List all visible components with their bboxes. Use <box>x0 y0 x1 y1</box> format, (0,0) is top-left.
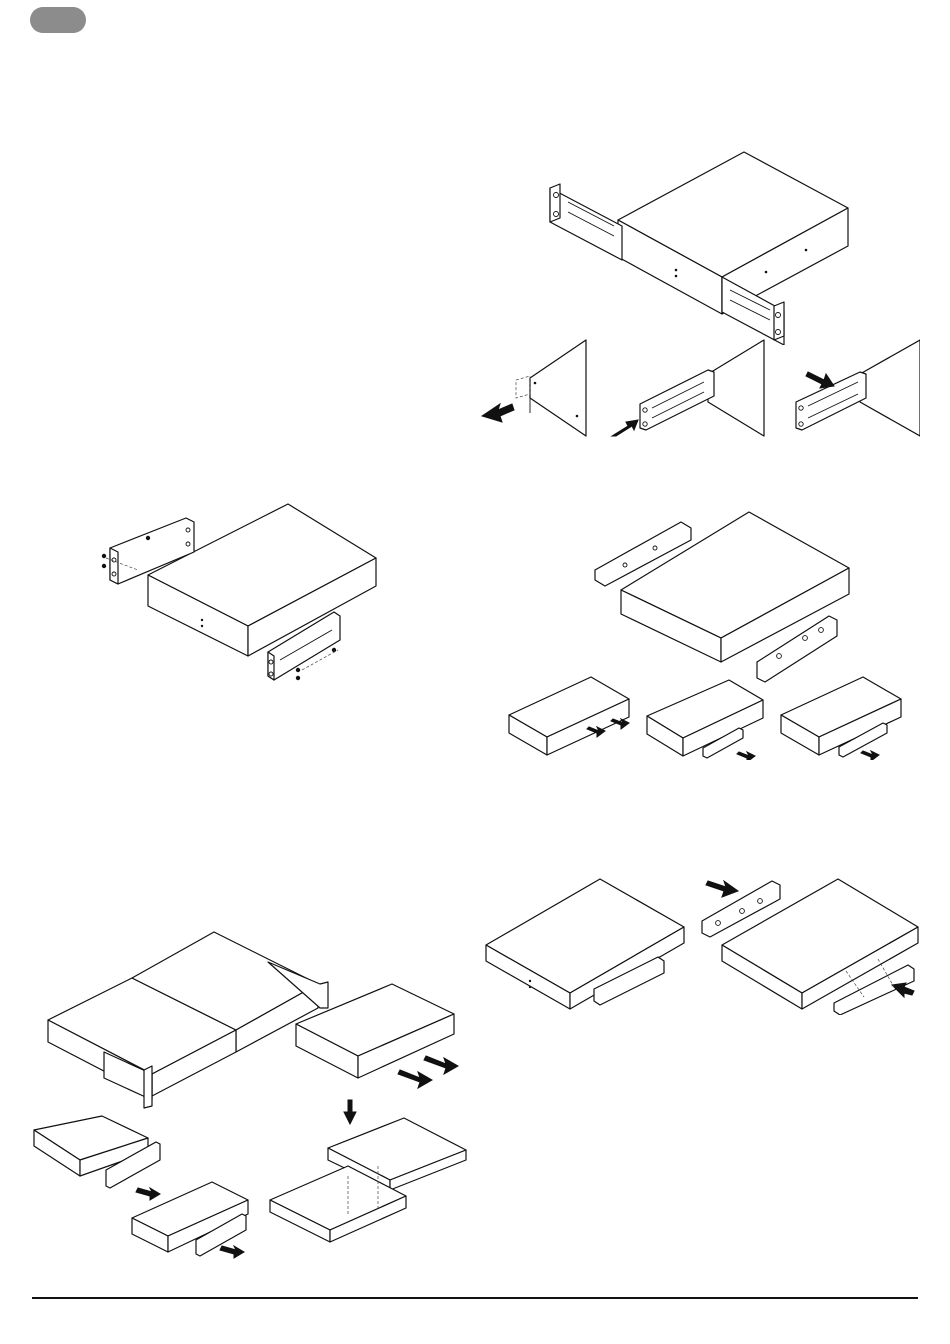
step-2 <box>612 340 764 436</box>
desk-bracket-illustration <box>505 510 915 760</box>
mini-step-1 <box>509 677 629 755</box>
dual-unit-illustration <box>30 930 470 1270</box>
arrow-down-right-icon <box>806 372 834 388</box>
unit-a <box>486 879 684 1009</box>
arrow-up-right-icon <box>612 420 638 436</box>
ear-swap-steps-figure <box>480 338 920 438</box>
arrow-left-icon <box>482 404 514 422</box>
arrow-down-icon <box>344 1100 356 1124</box>
side-bracket-figure <box>482 875 922 1015</box>
mini-step-2 <box>647 680 763 760</box>
mini-step-3 <box>781 677 901 760</box>
header-tab <box>30 7 86 33</box>
ear-swap-illustration <box>480 338 920 438</box>
desk-bracket-figure <box>505 510 915 760</box>
dual-unit-figure <box>30 930 470 1270</box>
rack-mount-illustration <box>548 150 858 345</box>
page-bottom-rule <box>32 1297 918 1299</box>
rack-mount-figure <box>548 150 858 345</box>
bracket-screws-figure <box>98 500 388 685</box>
unit-b <box>702 879 918 1015</box>
step-3 <box>796 340 920 436</box>
step-1 <box>482 340 586 436</box>
bracket-screws-illustration <box>98 500 388 685</box>
side-bracket-illustration <box>482 875 922 1015</box>
